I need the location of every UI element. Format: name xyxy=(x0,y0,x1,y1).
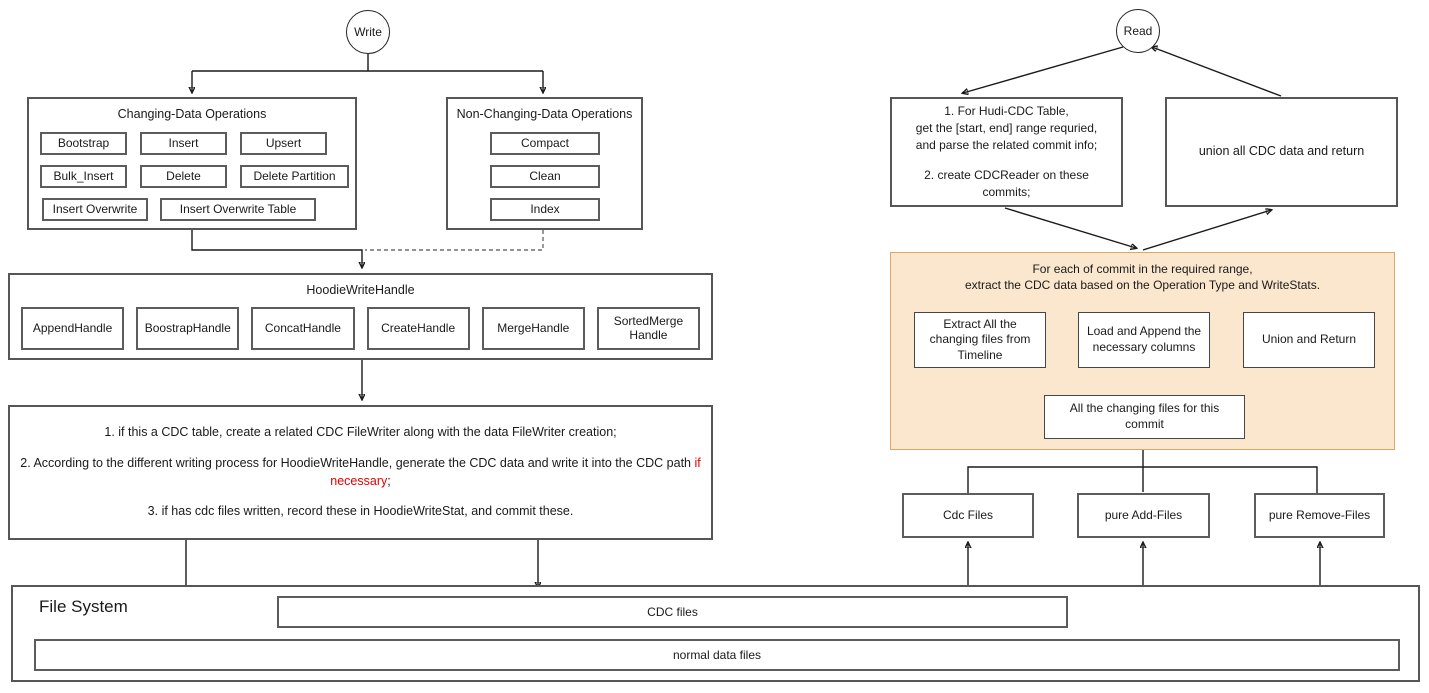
step-1: 1. if this a CDC table, create a related… xyxy=(104,425,617,440)
read-planner-box[interactable]: 1. For Hudi-CDC Table, get the [start, e… xyxy=(890,97,1123,207)
hoodie-write-handle-title: HoodieWriteHandle xyxy=(306,283,415,297)
op-bulk-insert[interactable]: Bulk_Insert xyxy=(40,165,127,188)
read-label: Read xyxy=(1123,24,1153,38)
pure-remove-files-node[interactable]: pure Remove-Files xyxy=(1254,493,1385,538)
cdc-files-node[interactable]: Cdc Files xyxy=(902,493,1034,538)
orange-to-union-arrow xyxy=(1142,210,1271,251)
step-2-highlight: if necessary xyxy=(330,456,701,488)
op-insert[interactable]: Insert xyxy=(140,132,227,155)
planner-line: get the [start, end] range requried, xyxy=(915,120,1098,135)
handle-row: AppendHandle BoostrapHandle ConcatHandle… xyxy=(21,307,701,350)
op-delete-partition[interactable]: Delete Partition xyxy=(240,165,349,188)
concat-handle[interactable]: ConcatHandle xyxy=(251,307,355,350)
op-upsert[interactable]: Upsert xyxy=(240,132,327,155)
file-system-box[interactable]: File System CDC files normal data files xyxy=(11,585,1420,682)
union-and-return-node[interactable]: Union and Return xyxy=(1243,312,1375,368)
hoodie-write-handle-box[interactable]: HoodieWriteHandle AppendHandle BoostrapH… xyxy=(8,273,713,360)
read-node[interactable]: Read xyxy=(1116,9,1160,53)
step-2-suffix: ; xyxy=(387,473,391,488)
non-changing-ops-title: Non-Changing-Data Operations xyxy=(456,107,633,121)
sorted-merge-handle[interactable]: SortedMerge Handle xyxy=(596,307,701,350)
union-to-read-arrow xyxy=(1152,47,1282,97)
normal-data-files-bar[interactable]: normal data files xyxy=(34,639,1400,671)
op-index[interactable]: Index xyxy=(490,198,600,221)
merge-handle[interactable]: MergeHandle xyxy=(481,307,585,350)
step-2-text: 2. According to the different writing pr… xyxy=(20,456,695,470)
changing-to-handle-arrow xyxy=(191,230,362,267)
append-handle[interactable]: AppendHandle xyxy=(21,307,125,350)
op-bootstrap[interactable]: Bootstrap xyxy=(40,132,127,155)
op-clean[interactable]: Clean xyxy=(490,165,600,188)
step-3: 3. if has cdc files written, record thes… xyxy=(147,504,574,519)
write-split-line xyxy=(192,54,543,72)
union-all-box[interactable]: union all CDC data and return xyxy=(1165,97,1398,207)
op-insert-overwrite-table[interactable]: Insert Overwrite Table xyxy=(160,198,316,221)
changing-ops-box[interactable]: Changing-Data Operations Bootstrap Inser… xyxy=(27,97,357,230)
read-to-planner-arrow xyxy=(963,46,1124,93)
op-delete[interactable]: Delete xyxy=(140,165,227,188)
step-2: 2. According to the different writing pr… xyxy=(18,455,703,490)
write-label: Write xyxy=(354,25,382,39)
per-commit-title: For each of commit in the required range… xyxy=(891,253,1394,293)
write-node[interactable]: Write xyxy=(346,10,390,54)
planner-to-orange-arrow xyxy=(1004,207,1136,248)
extract-changing-files-node[interactable]: Extract All the changing files from Time… xyxy=(914,312,1046,368)
sources-connector xyxy=(967,466,1318,493)
op-compact[interactable]: Compact xyxy=(490,132,600,155)
planner-line: commits; xyxy=(982,185,1031,200)
per-commit-title-line1: For each of commit in the required range… xyxy=(1032,262,1253,276)
cdc-write-steps-box[interactable]: 1. if this a CDC table, create a related… xyxy=(8,405,713,540)
planner-line: 1. For Hudi-CDC Table, xyxy=(944,104,1069,118)
per-commit-box[interactable]: For each of commit in the required range… xyxy=(890,252,1395,450)
planner-line: 2. create CDCReader on these xyxy=(924,168,1089,183)
changing-ops-title: Changing-Data Operations xyxy=(117,107,267,121)
load-append-columns-node[interactable]: Load and Append the necessary columns xyxy=(1078,312,1210,368)
file-system-title: File System xyxy=(39,597,128,616)
cdc-files-bar[interactable]: CDC files xyxy=(277,596,1068,628)
create-handle[interactable]: CreateHandle xyxy=(366,307,470,350)
op-insert-overwrite-selected[interactable]: Insert Overwrite xyxy=(42,198,148,221)
nonchanging-to-handle-dashed xyxy=(365,230,544,251)
per-commit-title-line2: extract the CDC data based on the Operat… xyxy=(964,278,1321,293)
non-changing-ops-box[interactable]: Non-Changing-Data Operations Compact Cle… xyxy=(446,97,643,230)
planner-line: and parse the related commit info; xyxy=(915,137,1098,152)
all-changing-files-node[interactable]: All the changing files for this commit xyxy=(1044,395,1245,439)
pure-add-files-node[interactable]: pure Add-Files xyxy=(1077,493,1210,538)
union-all-label: union all CDC data and return xyxy=(1198,144,1365,159)
boostrap-handle[interactable]: BoostrapHandle xyxy=(136,307,240,350)
